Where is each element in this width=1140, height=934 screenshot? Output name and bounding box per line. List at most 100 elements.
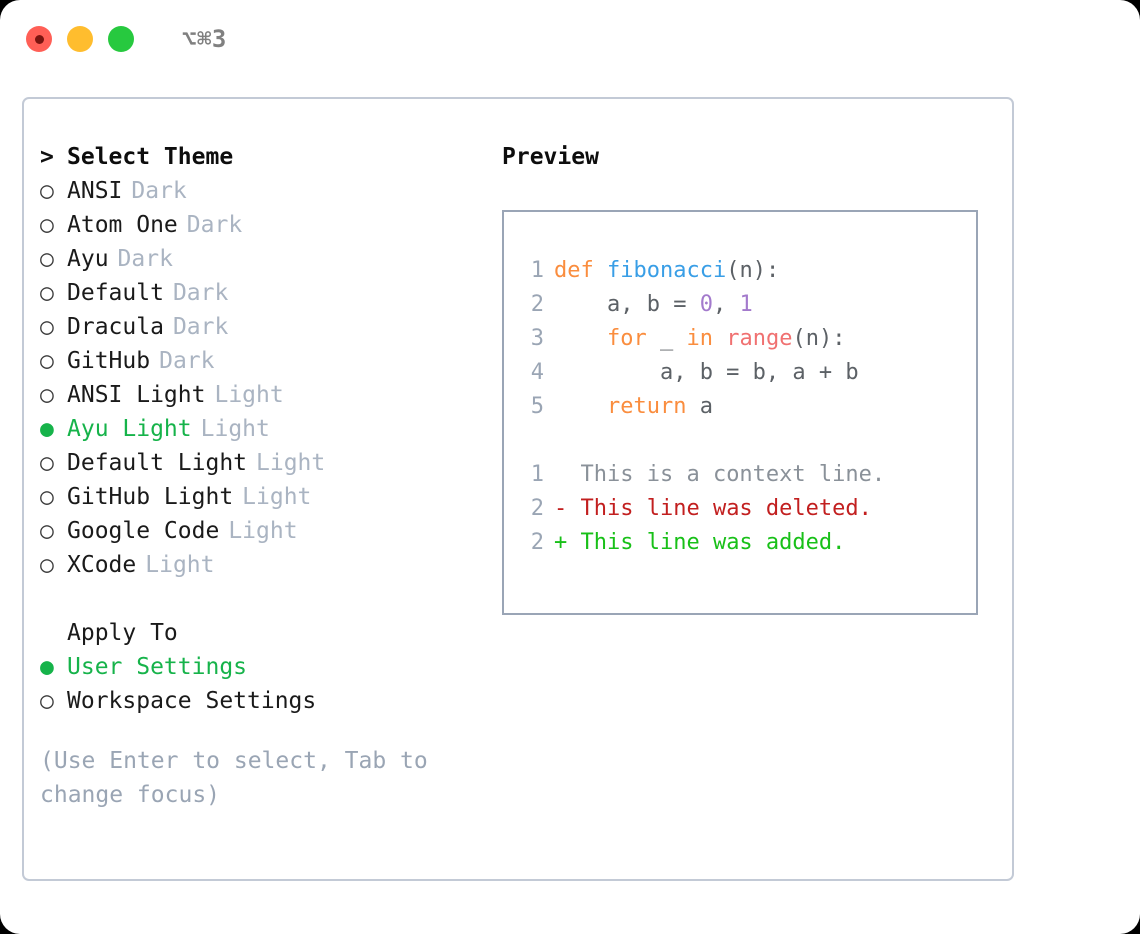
token-keyword: return	[606, 394, 687, 419]
theme-variant-tag: Dark	[159, 348, 215, 374]
caret-icon: >	[40, 144, 54, 170]
theme-label: Default Light	[67, 450, 248, 476]
line-number: 2	[530, 496, 544, 521]
code-content: a, b = 0, 1	[554, 288, 753, 322]
theme-option-ansi-light[interactable]: ○ ANSI Light Light	[40, 378, 500, 412]
line-number: 2	[530, 530, 544, 555]
line-number: 1	[530, 258, 544, 283]
code-content: def fibonacci(n):	[554, 254, 779, 288]
token-plain: a	[686, 394, 713, 419]
window-title: ⌥⌘3	[182, 25, 227, 53]
token-plain: a, b =	[554, 292, 700, 317]
theme-variant-tag: Dark	[172, 314, 229, 340]
apply-to-option-user-settings[interactable]: ● User Settings	[40, 650, 500, 684]
radio-unselected-icon: ○	[40, 246, 54, 272]
token-plain	[713, 326, 726, 351]
apply-to-header: Apply To	[40, 616, 500, 650]
theme-label: XCode	[67, 552, 137, 578]
diff-sign	[554, 458, 567, 492]
theme-option-default[interactable]: ○ Default Dark	[40, 276, 500, 310]
line-number: 3	[530, 326, 544, 351]
section-spacer	[40, 582, 500, 616]
token-plain: ,	[712, 292, 740, 317]
line-number: 5	[530, 394, 544, 419]
theme-label: Default	[67, 280, 164, 306]
theme-variant-tag: Dark	[186, 212, 243, 238]
token-number: 0	[699, 292, 713, 317]
theme-selector-column: > Select Theme ○ ANSI Dark ○ Atom One Da…	[40, 140, 500, 812]
radio-unselected-icon: ○	[40, 212, 54, 238]
preview-title: Preview	[502, 144, 599, 170]
token-plain: _	[646, 326, 687, 351]
window-titlebar: ⌥⌘3	[0, 0, 1140, 78]
theme-option-ansi[interactable]: ○ ANSI Dark	[40, 174, 500, 208]
theme-variant-tag: Light	[200, 416, 270, 442]
theme-variant-tag: Light	[242, 484, 312, 510]
radio-unselected-icon: ○	[40, 484, 54, 510]
apply-to-label: Workspace Settings	[67, 688, 317, 714]
code-content: for _ in range(n):	[554, 322, 845, 356]
diff-content: This line was added.	[567, 530, 846, 555]
radio-unselected-icon: ○	[40, 382, 54, 408]
theme-option-ayu[interactable]: ○ Ayu Dark	[40, 242, 500, 276]
theme-option-atom-one[interactable]: ○ Atom One Dark	[40, 208, 500, 242]
close-button[interactable]	[26, 26, 52, 52]
apply-to-option-workspace-settings[interactable]: ○ Workspace Settings	[40, 684, 500, 718]
radio-unselected-icon: ○	[40, 518, 54, 544]
code-content: return a	[554, 390, 713, 424]
token-builtin: range	[726, 326, 793, 351]
maximize-button[interactable]	[108, 26, 134, 52]
radio-selected-icon: ●	[40, 654, 54, 680]
theme-option-github[interactable]: ○ GitHub Dark	[40, 344, 500, 378]
radio-unselected-icon: ○	[40, 552, 54, 578]
token-plain	[554, 394, 607, 419]
theme-label: Google Code	[67, 518, 220, 544]
theme-label: Dracula	[67, 314, 164, 340]
diff-line-deleted: 2 - This line was deleted.	[518, 492, 976, 526]
code-line: 5 return a	[518, 390, 976, 424]
code-line: 3 for _ in range(n):	[518, 322, 976, 356]
theme-option-default-light[interactable]: ○ Default Light Light	[40, 446, 500, 480]
theme-variant-tag: Light	[228, 518, 298, 544]
radio-unselected-icon: ○	[40, 314, 54, 340]
theme-option-ayu-light[interactable]: ● Ayu Light Light	[40, 412, 500, 446]
theme-label: Atom One	[67, 212, 178, 238]
theme-label: ANSI	[67, 178, 123, 204]
line-number: 4	[530, 360, 544, 385]
select-theme-header: > Select Theme	[40, 140, 500, 174]
code-blank-line	[518, 424, 976, 458]
theme-label: ANSI Light	[67, 382, 206, 408]
diff-line-context: 1 This is a context line.	[518, 458, 976, 492]
token-function: fibonacci	[606, 258, 727, 283]
theme-option-xcode[interactable]: ○ XCode Light	[40, 548, 500, 582]
theme-option-github-light[interactable]: ○ GitHub Light Light	[40, 480, 500, 514]
diff-sign: +	[554, 530, 568, 555]
token-plain: a, b = b, a + b	[554, 360, 859, 385]
token-plain: (n):	[726, 258, 780, 283]
diff-sign: -	[554, 496, 568, 521]
token-keyword: def	[554, 258, 607, 283]
token-plain	[554, 326, 607, 351]
minimize-button[interactable]	[67, 26, 93, 52]
code-line: 2 a, b = 0, 1	[518, 288, 976, 322]
theme-variant-tag: Light	[214, 382, 284, 408]
theme-option-dracula[interactable]: ○ Dracula Dark	[40, 310, 500, 344]
code-content: a, b = b, a + b	[554, 356, 859, 390]
token-keyword: for	[606, 326, 647, 351]
radio-unselected-icon: ○	[40, 450, 54, 476]
token-keyword: in	[686, 326, 713, 351]
token-plain: (n):	[792, 326, 846, 351]
close-icon	[34, 34, 44, 44]
radio-unselected-icon: ○	[40, 348, 54, 374]
theme-variant-tag: Light	[256, 450, 326, 476]
code-line: 4 a, b = b, a + b	[518, 356, 976, 390]
token-number: 1	[739, 292, 753, 317]
line-number: 2	[530, 292, 544, 317]
theme-label: Ayu	[67, 246, 109, 272]
diff-content: This line was deleted.	[567, 496, 872, 521]
theme-option-google-code[interactable]: ○ Google Code Light	[40, 514, 500, 548]
theme-variant-tag: Dark	[117, 246, 173, 272]
keyboard-hint-text: (Use Enter to select, Tab to change focu…	[40, 748, 428, 808]
preview-column: Preview 1 def fibonacci(n): 2 a, b = 0, …	[502, 140, 1002, 615]
